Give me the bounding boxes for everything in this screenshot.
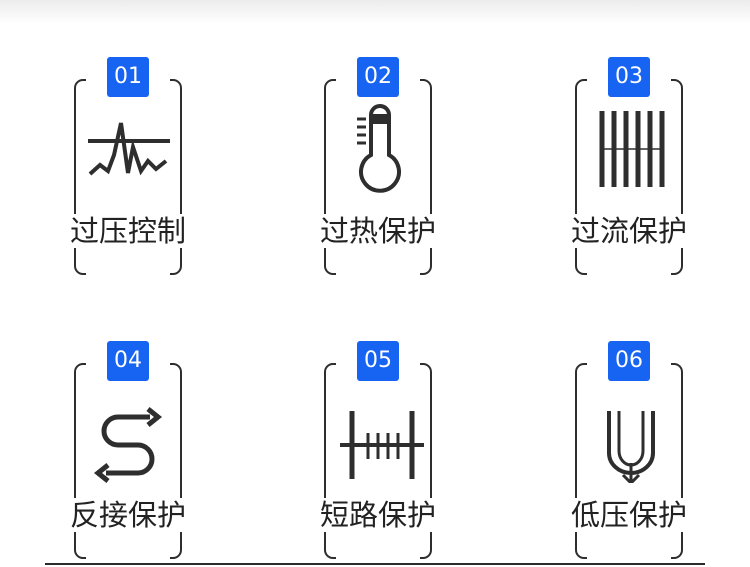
reverse-arrows-icon: [93, 407, 163, 483]
card-label: 过流保护: [565, 214, 693, 248]
vertical-bars-icon: [599, 111, 665, 187]
feature-card-overvoltage: 01 过压控制: [64, 57, 192, 276]
card-label: 过压控制: [64, 214, 192, 248]
feature-card-short-circuit: 05 短路保护: [314, 341, 442, 560]
feature-card-overcurrent: 03 过流保护: [565, 57, 693, 276]
card-number-badge: 06: [608, 341, 650, 381]
feature-card-reverse-polarity: 04 反接保护: [64, 341, 192, 560]
waveform-icon: [88, 122, 170, 176]
card-label: 过热保护: [314, 214, 442, 248]
card-number-badge: 01: [107, 57, 149, 97]
card-number-badge: 03: [608, 57, 650, 97]
card-label: 低压保护: [565, 498, 693, 532]
card-number-badge: 04: [107, 341, 149, 381]
feature-card-undervoltage: 06 低压保护: [565, 341, 693, 560]
card-label: 反接保护: [64, 498, 192, 532]
feature-card-overheat: 02 过热保护: [314, 57, 442, 276]
thermometer-icon: [357, 104, 401, 193]
card-number-badge: 05: [357, 341, 399, 381]
top-shadow: [0, 0, 750, 24]
bottom-divider: [45, 563, 705, 565]
card-number-badge: 02: [357, 57, 399, 97]
low-voltage-icon: [607, 411, 655, 483]
card-label: 短路保护: [314, 498, 442, 532]
short-circuit-icon: [340, 411, 424, 479]
